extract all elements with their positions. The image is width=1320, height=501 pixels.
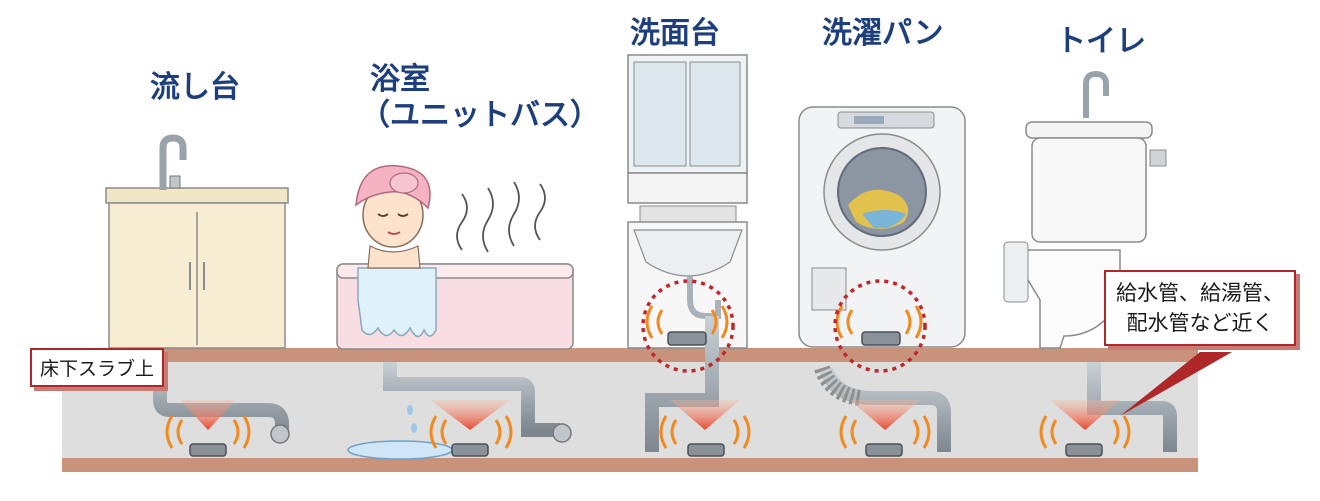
washbasin-title: 洗面台 [630,16,720,51]
toilet-drain-pipe [1087,362,1177,452]
kitchen-sink-title: 流し台 [150,70,240,105]
pipe-cap [552,423,572,443]
lower-floor-slab [62,458,1198,472]
bathtub [336,263,574,350]
bathroom-title-line1: 浴室 [370,62,430,97]
near-pipes-line1: 給水管、給湯管、 [1116,281,1284,305]
floor-slab-callout: 床下スラブ上 [30,348,165,387]
callout-pointer [1120,352,1232,416]
near-pipes-callout: 給水管、給湯管、 配水管など近く [1104,270,1296,346]
bathroom-title-line2: （ユニットバス） [360,98,600,133]
toilet [1003,70,1167,349]
person-in-bath-icon [355,164,431,269]
kitchen-sink-cabinet [105,134,289,349]
near-pipes-line2: 配水管など近く [1126,311,1274,335]
steam-icon [456,181,546,253]
toilet-title: トイレ [1056,24,1146,59]
leak-sensor-devices [189,331,1103,457]
sensor-waves-icons [165,305,1131,449]
sensor-arrow-icons [180,400,1120,430]
water-puddle-icon [347,440,453,460]
washing-drain-pipe [819,367,951,452]
washbasin-unit [627,54,748,349]
pipe-cap [270,424,290,444]
bathroom-title: 浴室 （ユニットバス） [360,62,600,134]
upper-floor-slab [62,348,1198,362]
washing-machine [798,106,966,348]
highlight-circles [641,279,927,373]
washing-pan-title: 洗濯パン [822,16,944,51]
water-drips-icon [407,405,417,433]
bath-drain-pipe [383,362,560,437]
flexible-hose [814,365,862,406]
